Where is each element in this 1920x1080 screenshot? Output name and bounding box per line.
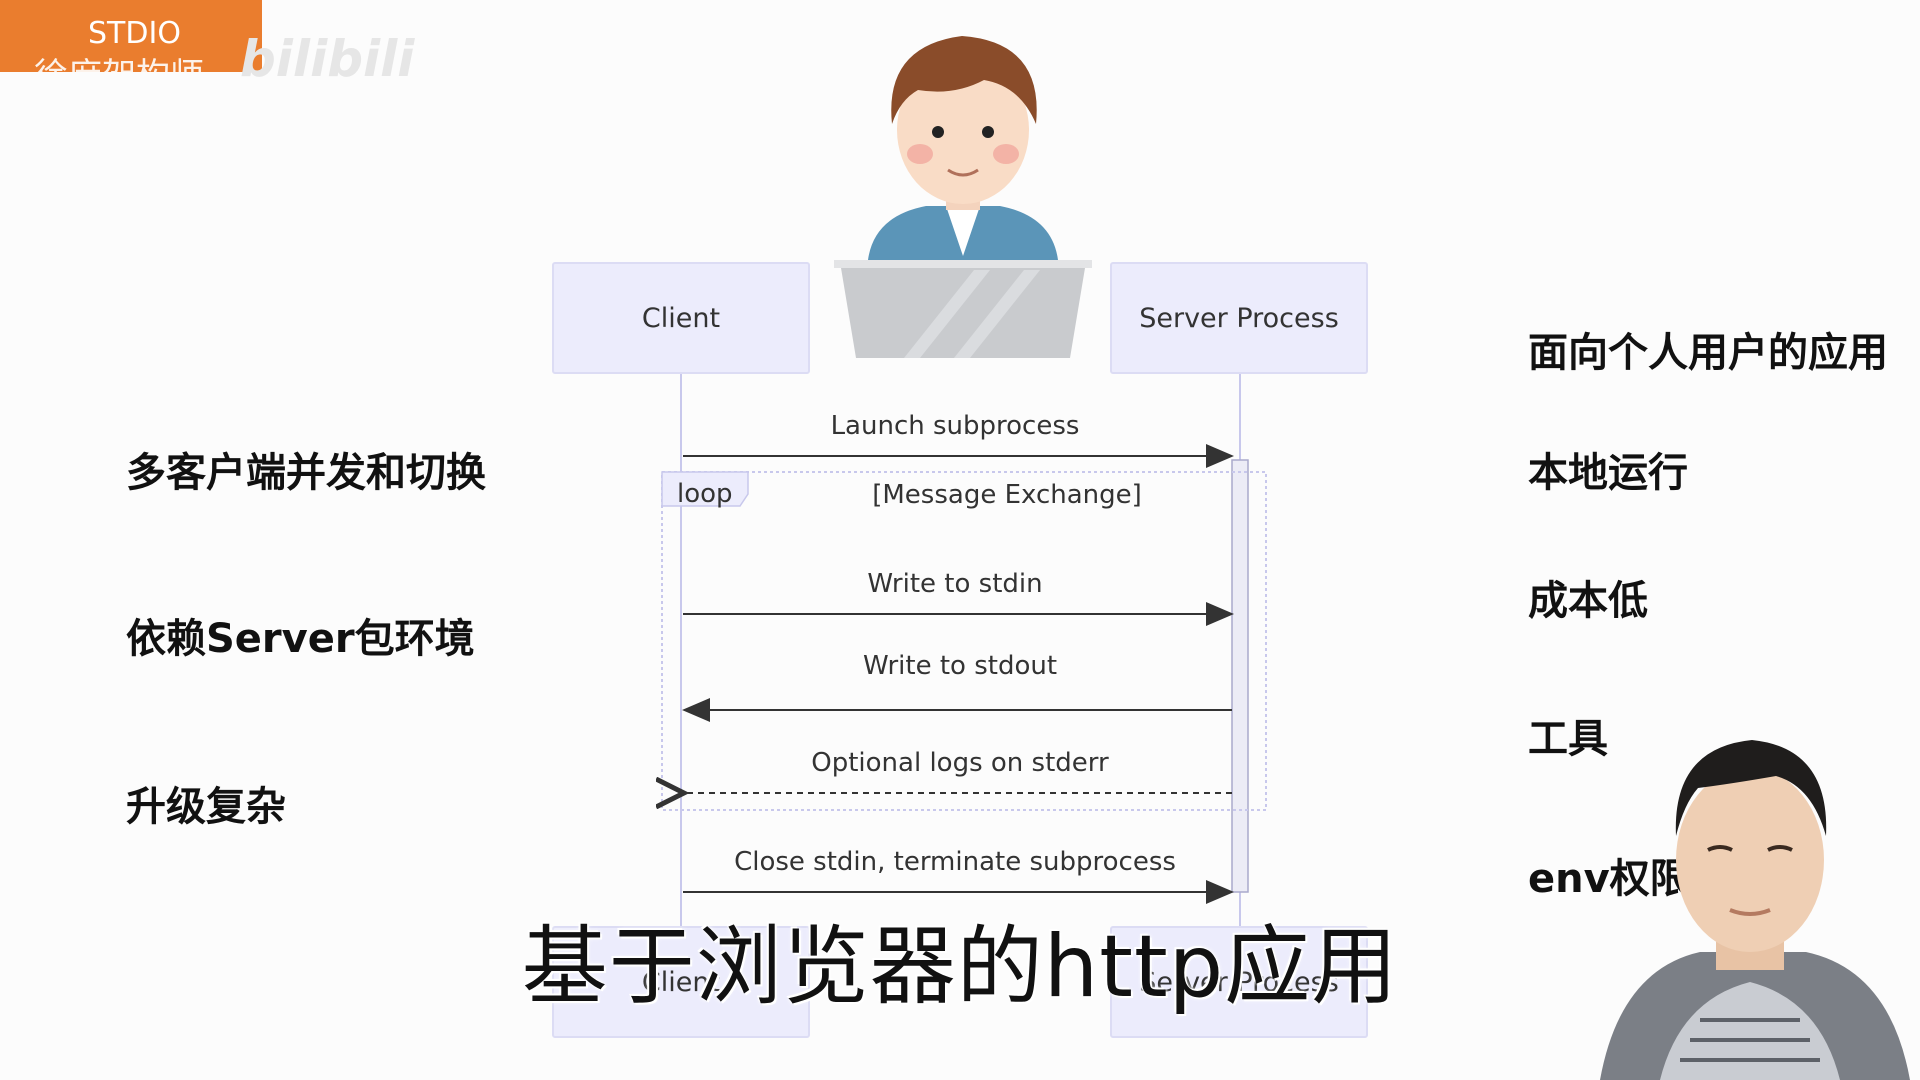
- message-launch-label: Launch subprocess: [831, 411, 1080, 441]
- server-label-bottom: Server Process: [1139, 966, 1339, 998]
- loop-tag: [661, 471, 749, 507]
- badge-title: STDIO: [88, 16, 181, 51]
- bilibili-watermark: bilibili: [240, 30, 415, 88]
- right-point-tool: 工具: [1528, 716, 1608, 762]
- right-point-env: env权限: [1528, 856, 1690, 902]
- message-stderr-label: Optional logs on stderr: [811, 748, 1109, 778]
- message-close-label: Close stdin, terminate subprocess: [734, 847, 1176, 877]
- message-stdin-label: Write to stdin: [867, 569, 1042, 599]
- right-point-personal: 面向个人用户的应用: [1528, 330, 1888, 376]
- right-point-cost: 成本低: [1528, 578, 1648, 624]
- loop-label: loop: [677, 479, 733, 509]
- left-point-upgrade: 升级复杂: [126, 784, 286, 830]
- server-label: Server Process: [1139, 302, 1339, 334]
- channel-badge: STDIO 徐庶架构师: [0, 0, 262, 72]
- server-box-bottom: Server Process: [1110, 926, 1368, 1038]
- video-subtitle: 基于浏览器的http应用: [521, 917, 1399, 1017]
- client-box-top: Client: [552, 262, 810, 374]
- left-point-concurrency: 多客户端并发和切换: [126, 450, 486, 496]
- loop-frame: [661, 471, 1267, 811]
- client-label-bottom: Client: [641, 966, 721, 998]
- client-label: Client: [641, 302, 721, 334]
- user-avatar-illustration: [834, 20, 1092, 364]
- left-point-dependency: 依赖Server包环境: [126, 616, 475, 662]
- client-box-bottom: Client: [552, 926, 810, 1038]
- right-point-local: 本地运行: [1528, 450, 1688, 496]
- message-stdout-label: Write to stdout: [863, 651, 1057, 681]
- loop-condition: [Message Exchange]: [872, 480, 1142, 510]
- badge-author: 徐庶架构师: [34, 48, 204, 72]
- server-activation-bar: [1231, 459, 1249, 893]
- presenter-webcam: [1580, 720, 1920, 1080]
- server-box-top: Server Process: [1110, 262, 1368, 374]
